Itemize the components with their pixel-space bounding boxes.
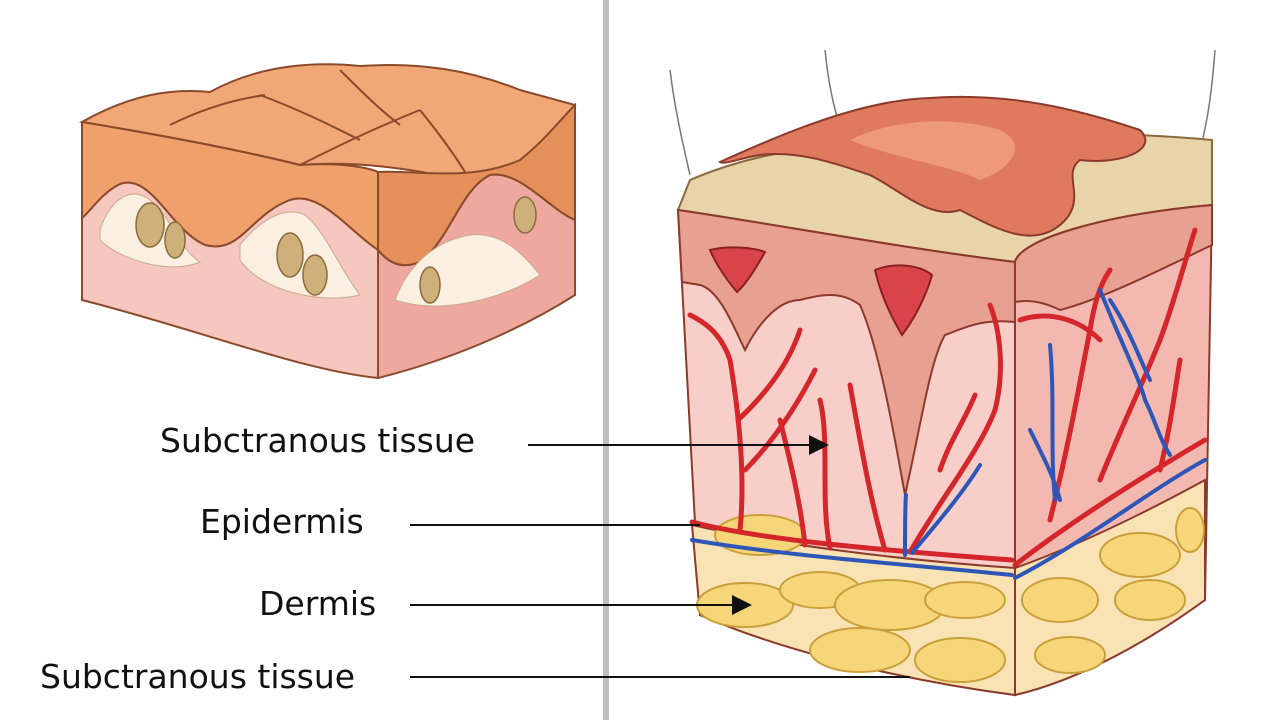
left-block-granule [276,232,304,278]
right-block-papilla-1 [708,246,767,294]
veins [690,288,1207,580]
fat-cell [924,581,1006,619]
fat-cell [1114,579,1186,621]
label-subcutaneous-tissue-lower: Subctranous tissue [40,657,356,696]
left-block-granule [135,202,165,248]
left-block-granule [513,196,537,234]
left-block-granule [164,221,186,259]
right-block-top-lesion [717,95,1147,237]
left-block-top-creases [169,69,471,181]
hair-strand [669,69,691,176]
hair-strand [824,49,839,121]
fat-cell [1034,636,1106,674]
label-subcutaneous-tissue-upper: Subctranous tissue [160,421,476,460]
fat-cell [1099,532,1181,578]
leader-lines [410,435,910,678]
arteries [687,227,1208,568]
fat-cell [809,627,911,673]
right-block-side-epidermis [1014,203,1213,312]
left-block-granule [302,254,328,296]
label-epidermis: Epidermis [200,502,364,541]
left-skin-block [79,63,577,380]
fat-cell [1021,577,1099,623]
fat-cell [1175,507,1205,553]
right-block-lesion-highlight [850,121,1015,180]
right-skin-block [669,49,1216,697]
label-dermis: Dermis [259,584,377,623]
fat-cell [914,637,1006,683]
right-block-papilla-2 [873,264,934,337]
hair-strand [1199,49,1216,151]
panel-divider [603,0,609,720]
left-block-granule [419,266,441,304]
